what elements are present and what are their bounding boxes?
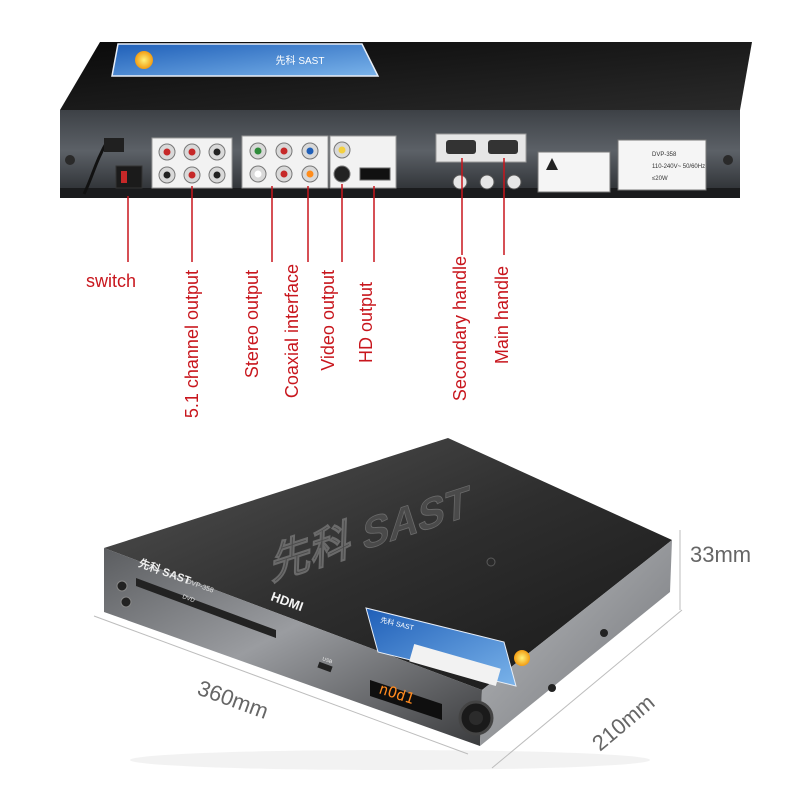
power-switch bbox=[115, 165, 143, 189]
front-3d-view: 先科 SAST 先科 SAST DVP-358 DVD HDMI USB nOd… bbox=[93, 438, 751, 770]
label-switch: switch bbox=[86, 271, 136, 291]
front-feature-sticker: 先科 SAST bbox=[365, 607, 530, 687]
power-switch-area bbox=[82, 138, 143, 195]
floor-shadow bbox=[130, 750, 650, 770]
channel-51-panel bbox=[151, 137, 233, 189]
label-video-output: Video output bbox=[318, 270, 338, 371]
screw-icon bbox=[723, 155, 733, 165]
ccc-mark-icon bbox=[506, 174, 522, 190]
label-main-handle: Main handle bbox=[492, 266, 512, 364]
rating-label: DVP-358 110-240V~ 50/60Hz ≤20W bbox=[617, 139, 707, 191]
label-stereo-output: Stereo output bbox=[242, 270, 262, 378]
disc-tray-slot bbox=[136, 578, 276, 638]
rear-panel-view: 先科 SAST bbox=[60, 42, 752, 418]
dimension-depth: 210mm bbox=[587, 690, 659, 756]
power-switch-rocker bbox=[121, 171, 127, 183]
warning-triangle-icon bbox=[546, 158, 558, 170]
label-51-channel: 5.1 channel output bbox=[182, 270, 202, 418]
av-output-panel bbox=[241, 135, 329, 189]
rating-wattage: ≤20W bbox=[652, 176, 668, 182]
registered-mark-icon bbox=[486, 557, 496, 567]
label-coaxial: Coaxial interface bbox=[282, 264, 302, 398]
recycle-mark-icon bbox=[479, 174, 495, 190]
cert-mark-icon bbox=[452, 174, 468, 190]
eject-button bbox=[116, 580, 128, 592]
dimension-lines bbox=[93, 530, 683, 769]
play-button bbox=[120, 596, 132, 608]
side-jack-icon bbox=[600, 629, 608, 637]
video-hdmi-panel bbox=[329, 135, 397, 189]
hdmi-port-icon bbox=[359, 167, 391, 181]
format-logos-strip bbox=[409, 643, 501, 687]
rating-model: DVP-358 bbox=[652, 152, 677, 158]
device-right-side bbox=[480, 540, 672, 746]
main-handle-port-icon bbox=[488, 140, 518, 154]
device-lid bbox=[104, 438, 672, 690]
power-knob-center bbox=[469, 711, 483, 725]
sun-logo-icon bbox=[135, 51, 153, 69]
rear-top-sticker: 先科 SAST bbox=[111, 43, 380, 77]
secondary-handle-port-icon bbox=[446, 140, 476, 154]
sticker-sun-icon bbox=[514, 650, 530, 666]
power-inlet bbox=[104, 138, 124, 152]
dimension-height: 33mm bbox=[690, 542, 751, 567]
video-jack-center bbox=[338, 146, 346, 154]
usb-port bbox=[317, 661, 333, 673]
usb-label: USB bbox=[321, 656, 333, 665]
tray-logo: DVD bbox=[181, 594, 196, 604]
svideo-jack-icon bbox=[333, 165, 351, 183]
handle-ports-panel bbox=[435, 133, 527, 190]
warning-label bbox=[537, 151, 611, 193]
screw-icon bbox=[65, 155, 75, 165]
rca-jack-icon bbox=[249, 142, 319, 183]
label-secondary-handle: Secondary handle bbox=[450, 256, 470, 401]
rca-jack-icon bbox=[158, 143, 226, 184]
callout-lines bbox=[127, 158, 505, 262]
label-hd-output: HD output bbox=[356, 282, 376, 363]
side-jack-icon bbox=[548, 684, 556, 692]
rear-sticker-brand: 先科 SAST bbox=[276, 54, 325, 67]
rating-power: 110-240V~ 50/60Hz bbox=[652, 164, 705, 170]
rear-bottom-edge bbox=[60, 188, 740, 198]
dimension-width: 360mm bbox=[194, 675, 271, 724]
